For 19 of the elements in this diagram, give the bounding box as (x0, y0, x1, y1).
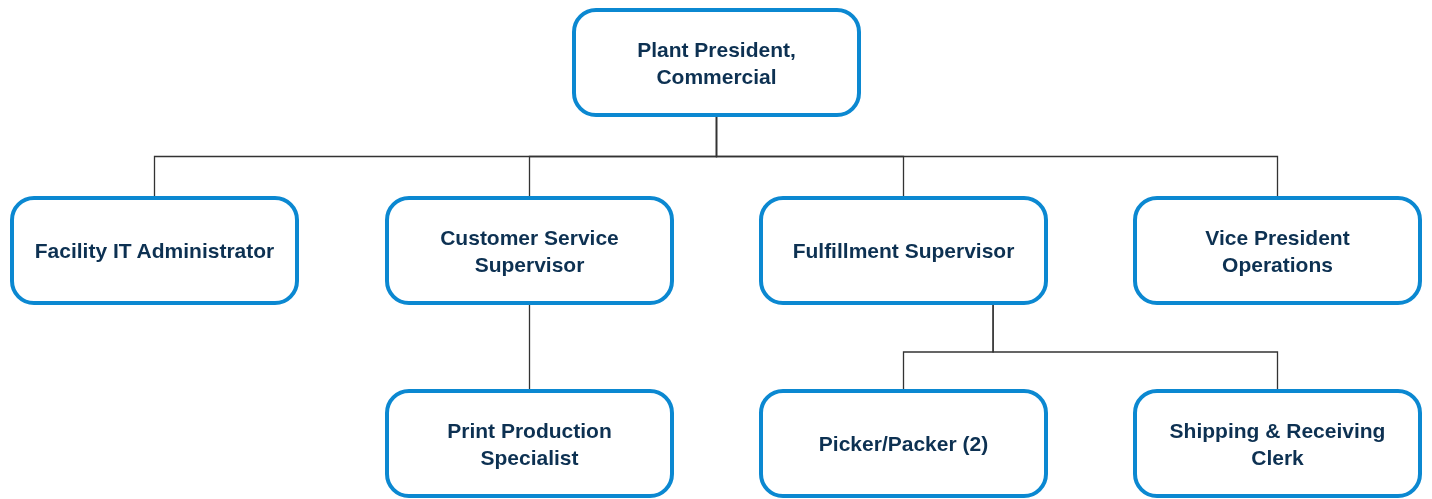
role-box (10, 196, 299, 305)
role-box (385, 196, 674, 305)
role-title: Picker/Packer (2) (818, 431, 989, 457)
role-box (385, 389, 674, 498)
role-title: Print Production Specialist (446, 417, 613, 471)
connector-line (528, 304, 531, 390)
role-title: Customer Service Supervisor (439, 224, 620, 278)
role-box (1133, 389, 1422, 498)
role-box (759, 196, 1048, 305)
role-box (759, 389, 1048, 498)
role-title: Vice President Operations (1204, 224, 1351, 278)
role-title: Facility IT Administrator (34, 238, 275, 264)
role-box (1133, 196, 1422, 305)
role-title: Shipping & Receiving Clerk (1168, 417, 1387, 471)
role-box (572, 8, 861, 117)
role-title: Fulfillment Supervisor (792, 238, 1015, 264)
connector-line (715, 116, 1279, 197)
role-title: Plant President, Commercial (636, 36, 797, 90)
connector-line (992, 304, 1279, 390)
